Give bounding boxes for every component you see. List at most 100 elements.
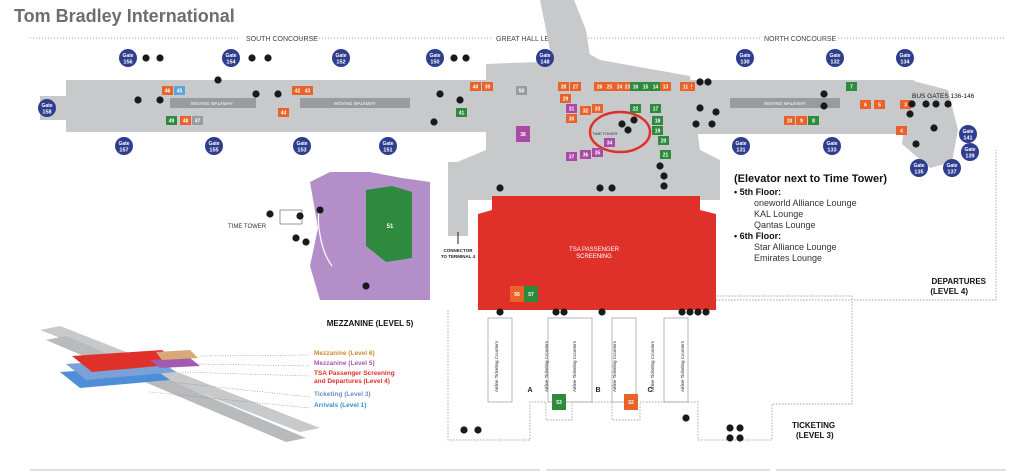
store-57[interactable]: 57 <box>524 286 538 302</box>
store-43[interactable]: 43 <box>302 86 313 95</box>
gate-word: Gate <box>382 141 393 147</box>
store-number: 15 <box>643 85 649 91</box>
service-icon <box>598 308 606 316</box>
ticket-island-b <box>547 317 593 403</box>
store-25[interactable]: 25 <box>604 82 615 91</box>
store-26[interactable]: 26 <box>594 82 605 91</box>
store-52[interactable]: 52 <box>624 394 638 410</box>
store-53[interactable]: 53 <box>552 394 566 410</box>
store-56[interactable]: 56 <box>510 286 524 302</box>
store-36[interactable]: 36 <box>580 150 591 159</box>
store-39[interactable]: 39 <box>482 82 493 91</box>
elevator-note: (Elevator next to Time Tower) 5th Floor:… <box>734 174 887 264</box>
store-27[interactable]: 27 <box>570 82 581 91</box>
store-32[interactable]: 32 <box>580 106 591 115</box>
store-5[interactable]: 5 <box>874 100 885 109</box>
service-icon <box>736 424 744 432</box>
legend-item: Mezzanine (Level 6) <box>314 350 375 357</box>
store-24[interactable]: 24 <box>614 82 625 91</box>
service-icon <box>656 162 664 170</box>
store-41[interactable]: 41 <box>456 108 467 117</box>
lounge-item: KAL Lounge <box>754 209 804 219</box>
store-number: 27 <box>573 85 579 91</box>
store-11[interactable]: 11 <box>680 82 691 91</box>
store-48[interactable]: 48 <box>180 116 191 125</box>
store-16[interactable]: 16 <box>630 82 641 91</box>
store-35[interactable]: 35 <box>592 148 603 157</box>
store-29[interactable]: 29 <box>560 94 571 103</box>
store-40[interactable]: 40 <box>470 82 481 91</box>
store-34[interactable]: 34 <box>604 138 615 147</box>
gate-number: 139 <box>965 154 974 160</box>
lounge-item: Qantas Lounge <box>754 220 816 230</box>
service-icon <box>596 184 604 192</box>
store-17[interactable]: 17 <box>650 104 661 113</box>
service-icon <box>660 172 668 180</box>
store-45[interactable]: 45 <box>174 86 185 95</box>
store-number: 9 <box>800 119 803 125</box>
store-49[interactable]: 49 <box>166 116 177 125</box>
store-23[interactable]: 23 <box>622 82 633 91</box>
store-47[interactable]: 47 <box>192 116 203 125</box>
store-number: 23 <box>625 85 631 91</box>
store-number: 56 <box>514 292 520 298</box>
gate-word: Gate <box>122 53 133 59</box>
gate-word: Gate <box>735 141 746 147</box>
store-10[interactable]: 10 <box>784 116 795 125</box>
gate-number: 134 <box>900 60 910 66</box>
service-icon <box>430 118 438 126</box>
store-4[interactable]: 4 <box>896 126 907 135</box>
store-31[interactable]: 31 <box>566 104 577 113</box>
gate-word: Gate <box>335 53 346 59</box>
store-38[interactable]: 38 <box>516 126 530 142</box>
service-icon <box>696 78 704 86</box>
store-44[interactable]: 44 <box>278 108 289 117</box>
store-number: 41 <box>459 111 465 117</box>
store-19[interactable]: 19 <box>652 126 663 135</box>
legend-item: Ticketing (Level 3) <box>314 391 371 398</box>
store-6[interactable]: 6 <box>860 100 871 109</box>
store-20[interactable]: 20 <box>658 136 669 145</box>
store-number: 57 <box>528 292 534 298</box>
store-33[interactable]: 33 <box>592 104 603 113</box>
store-37[interactable]: 37 <box>566 152 577 161</box>
service-icon <box>944 100 952 108</box>
store-8[interactable]: 8 <box>808 116 819 125</box>
store-30[interactable]: 30 <box>566 114 577 123</box>
store-7[interactable]: 7 <box>846 82 857 91</box>
store-number: 48 <box>183 119 189 125</box>
store-14[interactable]: 14 <box>650 82 661 91</box>
store-13[interactable]: 13 <box>660 82 671 91</box>
store-9[interactable]: 9 <box>796 116 807 125</box>
store-42[interactable]: 42 <box>292 86 303 95</box>
walkway-label: MOVING WALKWAY <box>334 101 376 106</box>
store-22[interactable]: 22 <box>630 104 641 113</box>
store-21[interactable]: 21 <box>660 150 671 159</box>
store-3[interactable]: 3 <box>900 100 911 109</box>
store-50[interactable]: 50 <box>516 86 527 95</box>
store-15[interactable]: 15 <box>640 82 651 91</box>
store-28[interactable]: 28 <box>558 82 569 91</box>
store-18[interactable]: 18 <box>652 116 663 125</box>
store-46[interactable]: 46 <box>162 86 173 95</box>
